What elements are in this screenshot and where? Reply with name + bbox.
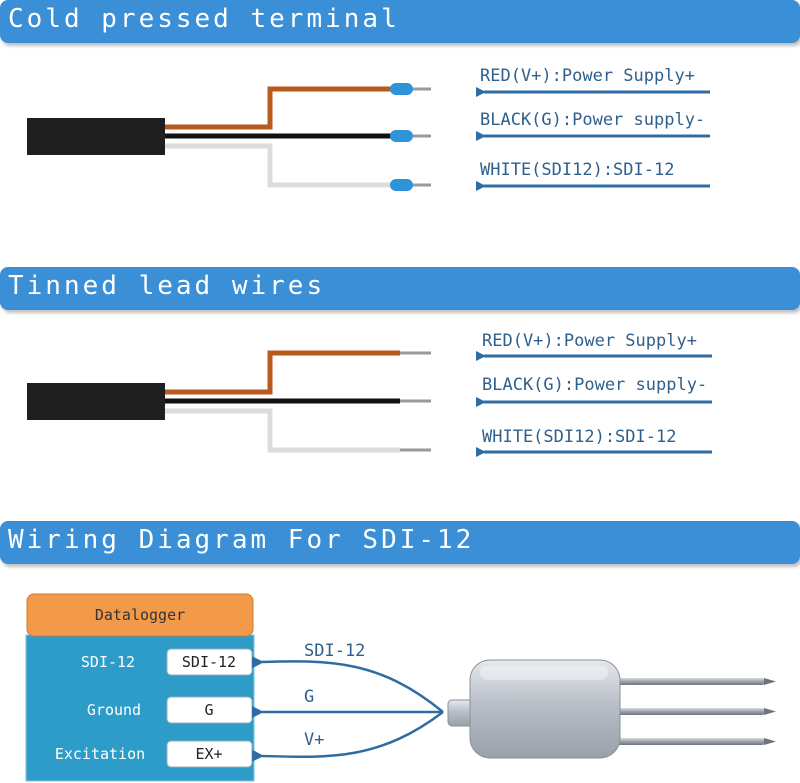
section-banner-tinned-lead: Tinned lead wires <box>0 267 800 310</box>
cable-jacket <box>27 118 165 155</box>
sensor-probe-icon <box>447 659 776 759</box>
probe-prong <box>612 708 764 715</box>
port-label-ground: Ground <box>87 701 141 719</box>
ferrule-icon <box>390 179 413 191</box>
connection-sdi12 <box>251 656 444 713</box>
section-title: Cold pressed terminal <box>8 4 400 34</box>
tinned-lead-labels: RED(V+):Power Supply+ BLACK(G):Power sup… <box>476 331 712 457</box>
tinned-lead-cable <box>27 350 431 453</box>
cold-pressed-labels: RED(V+):Power Supply+ BLACK(G):Power sup… <box>476 66 710 191</box>
wire-label-red: RED(V+):Power Supply+ <box>482 331 697 351</box>
port-label-sdi12: SDI-12 <box>81 653 135 671</box>
connection-label-v: V+ <box>304 730 324 750</box>
terminal-ground: G <box>204 701 213 719</box>
datalogger-header <box>26 593 254 637</box>
section-title: Wiring Diagram For SDI-12 <box>8 525 475 555</box>
datalogger-title: Datalogger <box>95 606 185 624</box>
probe-tip <box>764 708 776 715</box>
section-banner-cold-pressed: Cold pressed terminal <box>0 0 800 43</box>
terminal-sdi12: SDI-12 <box>182 653 236 671</box>
white-wire <box>165 143 392 188</box>
white-wire <box>165 408 400 453</box>
connection-label-g: G <box>304 687 314 707</box>
port-label-excitation: Excitation <box>55 745 145 763</box>
cable-jacket <box>27 383 165 420</box>
connection-excitation <box>251 711 444 762</box>
ferrule-icon <box>390 83 413 95</box>
datalogger: Datalogger SDI-12 SDI-12 Ground G Excita… <box>25 593 255 782</box>
terminal-excitation: EX+ <box>195 745 222 763</box>
section-title: Tinned lead wires <box>8 271 326 301</box>
wire-label-black: BLACK(G):Power supply- <box>482 375 707 395</box>
wire-label-red: RED(V+):Power Supply+ <box>480 66 695 86</box>
red-wire <box>165 86 392 130</box>
sensor-connections: SDI-12 G V+ <box>251 641 444 762</box>
sensor-body <box>469 659 621 759</box>
red-wire <box>165 350 400 395</box>
probe-tip <box>764 678 776 685</box>
wire-label-black: BLACK(G):Power supply- <box>480 110 705 130</box>
probe-prong <box>612 738 764 745</box>
connection-label-sdi12: SDI-12 <box>304 641 365 661</box>
probe-tip <box>764 738 776 745</box>
cold-pressed-cable <box>27 83 431 191</box>
ferrule-icon <box>390 130 413 142</box>
probe-prong <box>612 678 764 685</box>
sensor-highlight <box>480 666 608 680</box>
wire-label-white: WHITE(SDI12):SDI-12 <box>482 427 676 447</box>
wire-label-white: WHITE(SDI12):SDI-12 <box>480 160 674 180</box>
section-banner-wiring-diagram: Wiring Diagram For SDI-12 <box>0 521 800 564</box>
